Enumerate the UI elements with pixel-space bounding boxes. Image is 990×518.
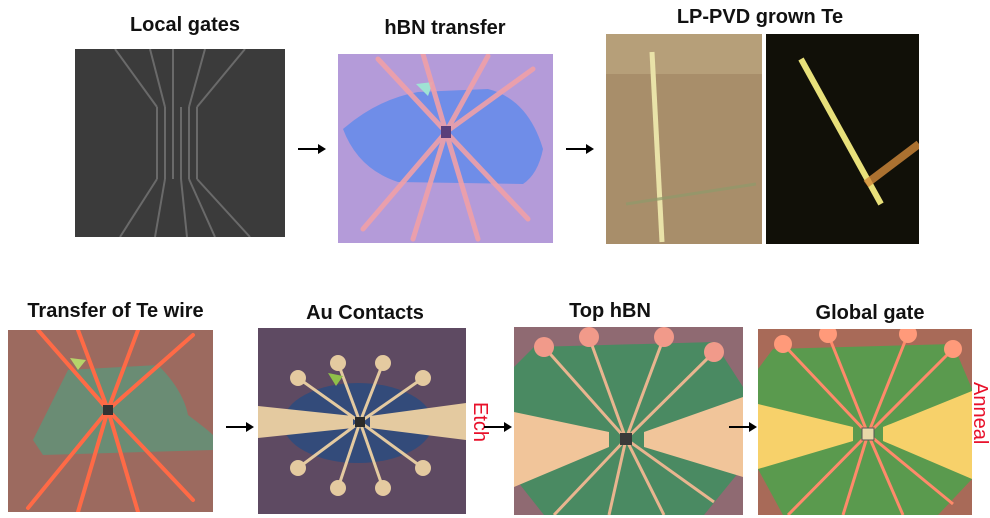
arrow-2	[566, 142, 594, 160]
note-etch: Etch	[469, 402, 491, 443]
title-transfer-te: Transfer of Te wire	[27, 300, 204, 322]
title-global-gate: Global gate	[815, 302, 925, 324]
image-local-gates	[75, 49, 285, 237]
title-top-hbn: Top hBN	[569, 300, 651, 322]
image-te-darkfield	[766, 34, 919, 244]
note-anneal: Anneal	[969, 382, 990, 445]
title-au-contacts: Au Contacts	[306, 302, 424, 324]
arrow-5	[729, 420, 757, 438]
title-local-gates: Local gates	[129, 14, 241, 36]
arrow-1	[298, 142, 326, 160]
image-te-brightfield	[606, 34, 762, 244]
image-hbn-transfer	[338, 54, 553, 243]
title-hbn-transfer: hBN transfer	[384, 17, 506, 39]
arrow-3	[226, 420, 254, 438]
image-top-hbn	[514, 327, 743, 515]
image-transfer-te	[8, 330, 213, 512]
arrow-4	[484, 420, 512, 438]
title-lp-pvd: LP-PVD grown Te	[676, 6, 844, 28]
image-global-gate	[758, 329, 972, 515]
image-au-contacts	[258, 328, 466, 514]
